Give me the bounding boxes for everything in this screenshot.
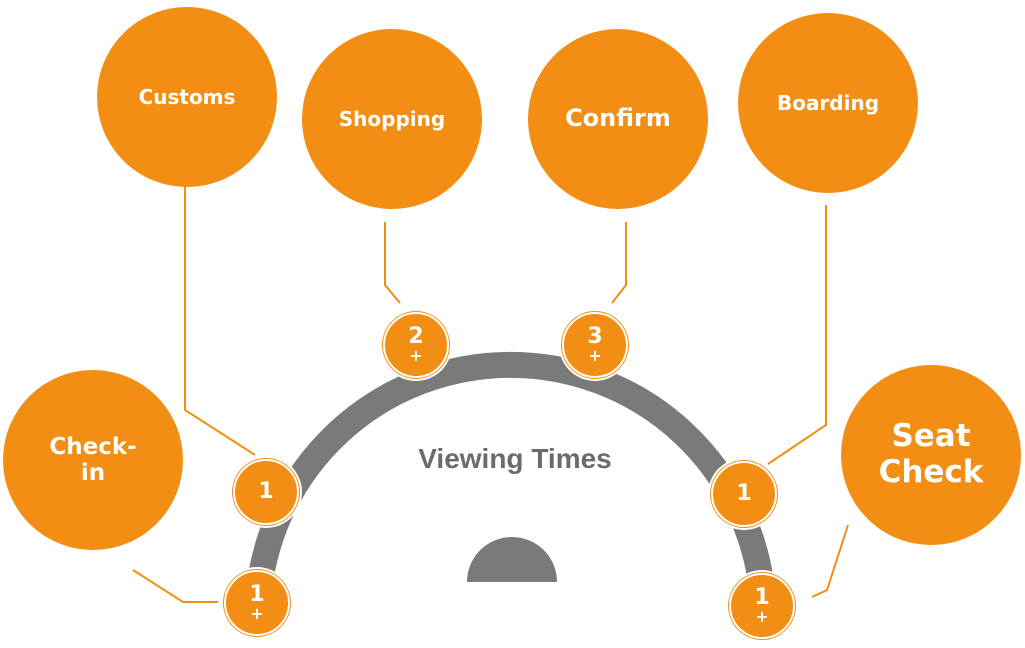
- checkin-label: Check- in: [49, 433, 137, 486]
- center-title: Viewing Times: [418, 443, 612, 474]
- badge-checkin-inner: 1 +: [224, 570, 290, 636]
- dome: [467, 537, 557, 582]
- badge-confirm-inner: 3 +: [562, 312, 628, 378]
- customs-count: 1: [258, 479, 274, 504]
- leader-confirm: [611, 222, 627, 304]
- leader-checkin: [132, 569, 218, 603]
- badge-customs: 1: [230, 456, 302, 528]
- checkin-suffix: +: [250, 604, 264, 623]
- badge-shopping-inner: 2 +: [383, 312, 449, 378]
- shopping-label: Shopping: [338, 106, 446, 131]
- checkin-count: 1: [249, 582, 265, 607]
- shopping-count: 2: [408, 324, 424, 349]
- badge-confirm: 3 +: [559, 309, 631, 381]
- leader-customs: [184, 185, 256, 456]
- boarding-label: Boarding: [776, 90, 880, 115]
- leader-boarding: [767, 205, 827, 465]
- boarding-count: 1: [736, 481, 752, 506]
- badge-seat-check: 1 +: [726, 570, 798, 642]
- badge-customs-inner: 1: [233, 459, 299, 525]
- bubble-boarding: Boarding: [738, 13, 918, 193]
- badge-boarding-inner: 1: [711, 461, 777, 527]
- seat-check-count: 1: [754, 585, 770, 610]
- bubble-checkin: Check- in: [3, 370, 183, 550]
- shopping-suffix: +: [409, 346, 423, 365]
- customs-label: Customs: [138, 84, 236, 109]
- confirm-suffix: +: [588, 346, 602, 365]
- badge-seat-check-inner: 1 +: [729, 573, 795, 639]
- leader-shopping: [384, 222, 401, 304]
- seat-check-label: Seat Check: [878, 418, 984, 490]
- bubble-customs: Customs: [97, 7, 277, 187]
- bubble-confirm: Confirm: [528, 29, 708, 209]
- badge-checkin: 1 +: [221, 567, 293, 639]
- badge-shopping: 2 +: [380, 309, 452, 381]
- leader-seat-check: [811, 524, 849, 598]
- bubble-shopping: Shopping: [302, 29, 482, 209]
- confirm-count: 3: [587, 324, 603, 349]
- badge-boarding: 1: [708, 458, 780, 530]
- bubble-seat-check: Seat Check: [841, 365, 1021, 545]
- seat-check-suffix: +: [755, 607, 769, 626]
- confirm-label: Confirm: [565, 104, 671, 133]
